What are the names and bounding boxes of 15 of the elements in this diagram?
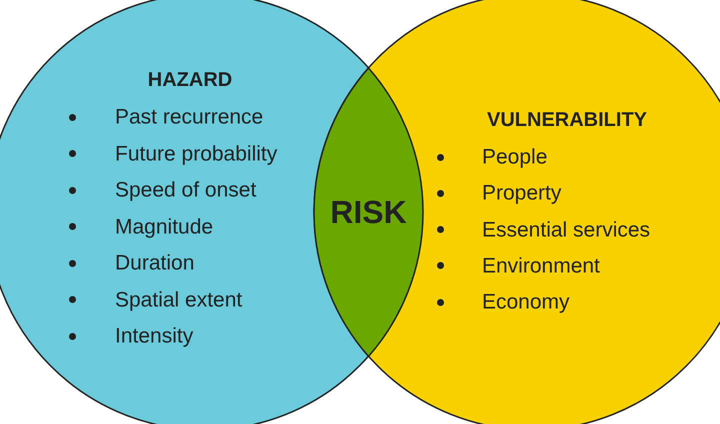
list-item: Essential services — [482, 219, 650, 240]
list-item: People — [482, 146, 548, 168]
list-item: Speed of onset — [115, 180, 256, 200]
list-item: Magnitude — [115, 216, 214, 237]
list-item: Spatial extent — [115, 289, 242, 310]
circle-heading: VULNERABILITY — [487, 110, 647, 130]
list-item: Economy — [482, 292, 570, 313]
list-item: Duration — [115, 252, 194, 274]
overlap-label: RISK — [330, 196, 407, 228]
list-item: Intensity — [115, 326, 194, 346]
list-item: Property — [482, 182, 562, 204]
list-item: Environment — [482, 255, 600, 276]
list-item: Past recurrence — [115, 106, 264, 128]
circle-heading: HAZARD — [148, 70, 232, 90]
list-item: Future probability — [115, 143, 278, 164]
